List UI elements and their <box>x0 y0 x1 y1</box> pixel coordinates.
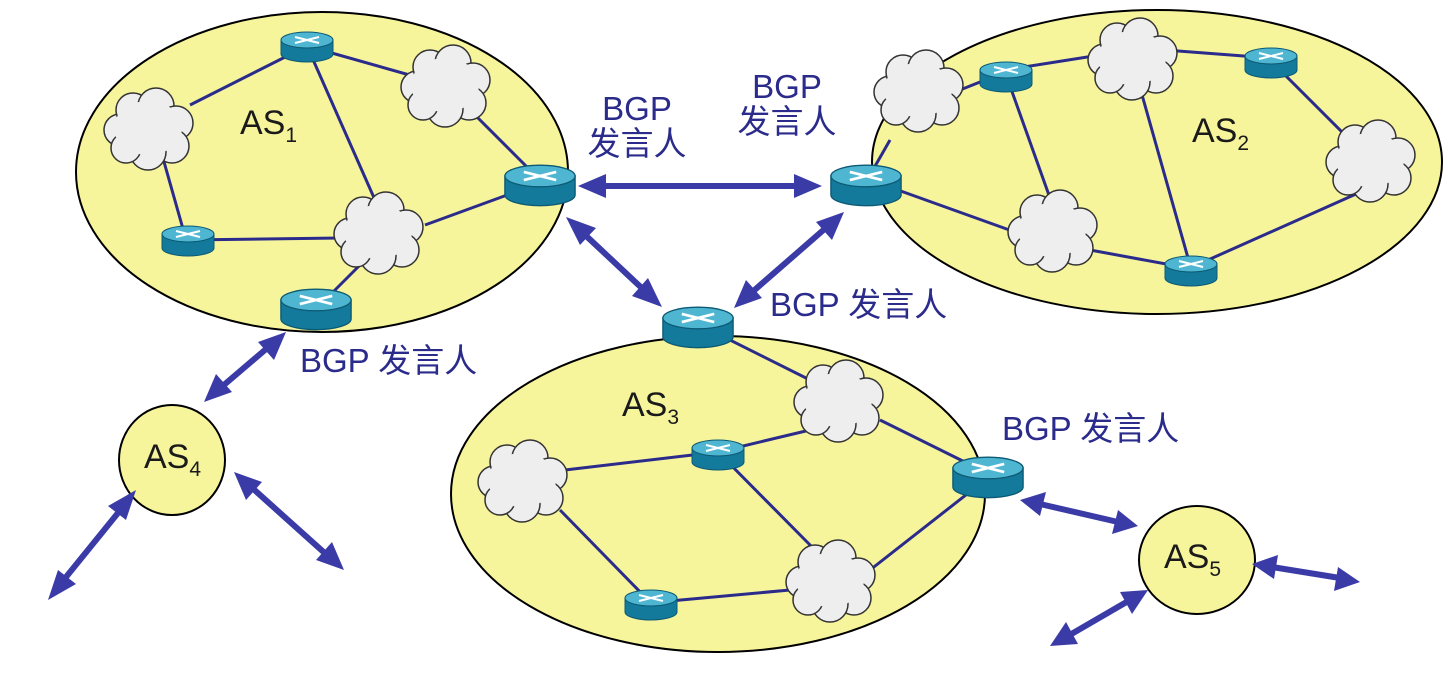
double-arrow-icon <box>1020 492 1138 534</box>
as-name: AS <box>144 438 190 476</box>
bgp-sessions <box>48 174 1360 646</box>
as-number: 5 <box>1209 558 1222 581</box>
as-number: 1 <box>285 124 298 147</box>
double-arrow-icon <box>1252 555 1360 591</box>
bgp-speaker-label-as2: BGP 发言人 <box>728 68 846 140</box>
double-arrow-icon <box>234 472 344 570</box>
as-name: AS <box>1164 538 1210 576</box>
router-icon <box>691 439 745 471</box>
label-line: 发言人 <box>737 102 837 140</box>
as4-label: AS4 <box>144 438 201 482</box>
router-icon <box>951 455 1025 500</box>
label-line: BGP <box>752 68 822 105</box>
router-icon <box>280 31 334 63</box>
router-icon <box>661 305 735 350</box>
bgp-speaker-label-as1: BGP 发言人 <box>582 90 692 162</box>
double-arrow-icon <box>578 174 822 198</box>
router-icon <box>161 225 215 257</box>
as-number: 4 <box>189 458 202 481</box>
double-arrow-icon <box>566 217 662 307</box>
double-arrow-icon <box>204 332 286 402</box>
as5-label: AS5 <box>1164 538 1221 582</box>
bgp-speaker-label-as1-bottom: BGP 发言人 <box>300 342 478 379</box>
as3-label: AS3 <box>622 386 679 430</box>
router-icon <box>503 163 577 208</box>
router-icon <box>624 589 678 621</box>
as5-region <box>1138 505 1256 615</box>
as-name: AS <box>240 104 286 142</box>
router-icon <box>279 287 353 332</box>
router-icon <box>1164 255 1218 287</box>
label-line: BGP <box>602 90 672 127</box>
as1-label: AS1 <box>240 104 297 148</box>
double-arrow-icon <box>1050 590 1148 646</box>
as-name: AS <box>1192 112 1238 150</box>
router-icon <box>829 163 903 208</box>
label-line: 发言人 <box>587 124 687 162</box>
as4-region <box>118 404 226 516</box>
router-icon <box>979 61 1033 93</box>
as-name: AS <box>622 386 668 424</box>
bgp-speaker-label-as3-right: BGP 发言人 <box>1002 410 1180 447</box>
double-arrow-icon <box>48 490 136 600</box>
as-number: 3 <box>667 406 680 429</box>
as2-label: AS2 <box>1192 112 1249 156</box>
double-arrow-icon <box>734 212 844 308</box>
bgp-speaker-label-as3: BGP 发言人 <box>770 286 948 323</box>
as-number: 2 <box>1237 132 1250 155</box>
router-icon <box>1244 47 1298 79</box>
